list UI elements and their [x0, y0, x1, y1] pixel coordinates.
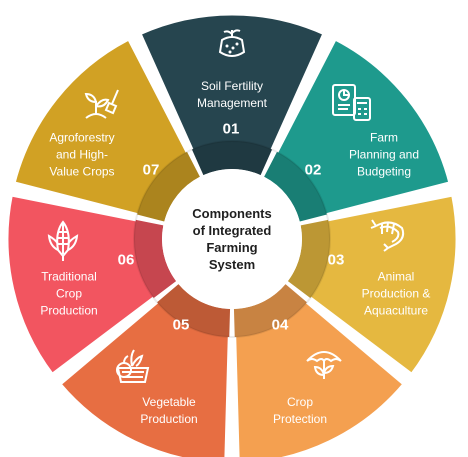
segment-label-07: Agroforestry and High- Value Crops: [49, 130, 115, 179]
inner-ring-outline: [133, 140, 331, 338]
segment-label-02: Farm Planning and Budgeting: [348, 130, 420, 179]
corn-icon: [47, 220, 79, 261]
segment-number-02: 02: [304, 161, 322, 179]
segment-number-03: 03: [327, 251, 345, 269]
segment-label-03: Animal Production & Aquaculture: [361, 269, 431, 318]
ring-band-06: [134, 219, 177, 298]
vegetable-basket-icon: [116, 349, 150, 383]
ring-band-05: [157, 284, 231, 337]
segment-label-05: Vegetable Production: [140, 395, 198, 426]
sprout-trowel-icon: [84, 89, 119, 119]
umbrella-plant-icon: [306, 351, 342, 379]
ring-band-02: [264, 151, 327, 222]
soil-bag-icon: [218, 29, 246, 57]
ring-band-04: [233, 284, 307, 337]
ring-band-03: [287, 219, 330, 298]
segment-number-04: 04: [271, 316, 289, 334]
center-title: Components of Integrated Farming System: [192, 206, 272, 272]
segment-number-06: 06: [117, 251, 135, 269]
shrimp-icon: [370, 219, 405, 252]
ring-band-01: [191, 141, 273, 176]
ring-band-07: [137, 151, 200, 222]
center-circle: [162, 169, 302, 309]
segment-label-06: Traditional Crop Production: [40, 269, 98, 318]
segment-label-04: Crop Protection: [272, 395, 328, 426]
segment-label-01: Soil Fertility Management: [196, 79, 268, 110]
segment-number-07: 07: [142, 161, 160, 179]
calculator-chart-icon: [332, 84, 371, 121]
segment-number-01: 01: [222, 120, 240, 138]
segment-number-05: 05: [172, 316, 190, 334]
